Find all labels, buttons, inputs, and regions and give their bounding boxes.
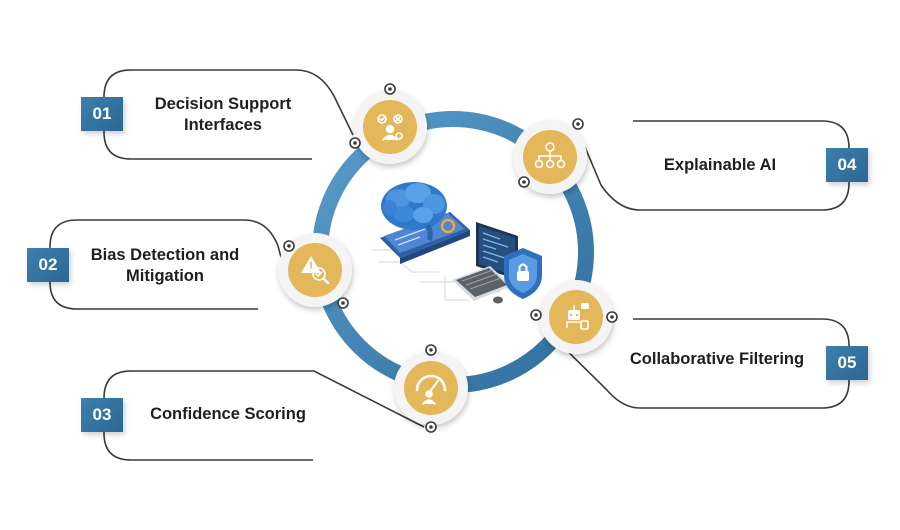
connector-dot-center xyxy=(534,313,538,317)
item-number-badge-01: 01 xyxy=(81,97,123,131)
callout-outline-02 xyxy=(49,219,291,310)
item-number-badge-04: 04 xyxy=(826,148,868,182)
item-label-05-line1: Collaborative Filtering xyxy=(629,350,805,368)
item-label-02-line2: Mitigation xyxy=(126,267,204,285)
node-fill xyxy=(404,361,458,415)
connector-dot-center xyxy=(341,301,345,305)
bias-warning-icon xyxy=(301,256,330,285)
item-label-01-line2: Interfaces xyxy=(184,116,262,134)
callout-outline-01 xyxy=(103,69,354,160)
ai-brain-computer-security-illustration xyxy=(372,182,542,304)
node-circle-04 xyxy=(513,120,587,194)
connector-dot-center xyxy=(287,244,291,248)
item-label-01-line1: Decision Support xyxy=(154,95,292,113)
item-label-05: Collaborative Filtering xyxy=(612,349,822,370)
item-label-02: Bias Detection and Mitigation xyxy=(72,245,258,287)
item-label-03-line1: Confidence Scoring xyxy=(150,405,306,423)
item-label-04-line1: Explainable AI xyxy=(663,156,777,174)
keyboard-graphic xyxy=(452,266,512,301)
item-number-badge-03: 03 xyxy=(81,398,123,432)
node-circle-03 xyxy=(394,351,468,425)
callout-outline-04 xyxy=(584,120,850,211)
item-label-02-line1: Bias Detection and xyxy=(90,246,240,264)
decision-support-icon xyxy=(377,114,403,141)
connector-dot-center xyxy=(610,315,614,319)
explainable-ai-hierarchy-icon xyxy=(534,142,566,169)
node-circle-05 xyxy=(539,280,613,354)
item-number-badge-05: 05 xyxy=(826,346,868,380)
item-number-badge-02: 02 xyxy=(27,248,69,282)
collaborative-filtering-robot-icon xyxy=(566,303,589,330)
item-label-04: Explainable AI xyxy=(640,155,800,176)
connector-dot-center xyxy=(429,348,433,352)
node-circle-02 xyxy=(278,233,352,307)
connector-dot-center xyxy=(353,141,357,145)
security-shield-icon xyxy=(504,248,542,299)
callout-outline-05 xyxy=(552,318,850,409)
brain-graphic xyxy=(381,182,447,242)
confidence-gauge-icon xyxy=(415,374,447,405)
connector-dot-center xyxy=(429,425,433,429)
connector-dot-center xyxy=(388,87,392,91)
connector-dot-center xyxy=(576,122,580,126)
connector-dot-center xyxy=(522,180,526,184)
item-label-01: Decision Support Interfaces xyxy=(128,94,318,136)
item-label-03: Confidence Scoring xyxy=(130,404,326,425)
node-circle-01 xyxy=(353,90,427,164)
